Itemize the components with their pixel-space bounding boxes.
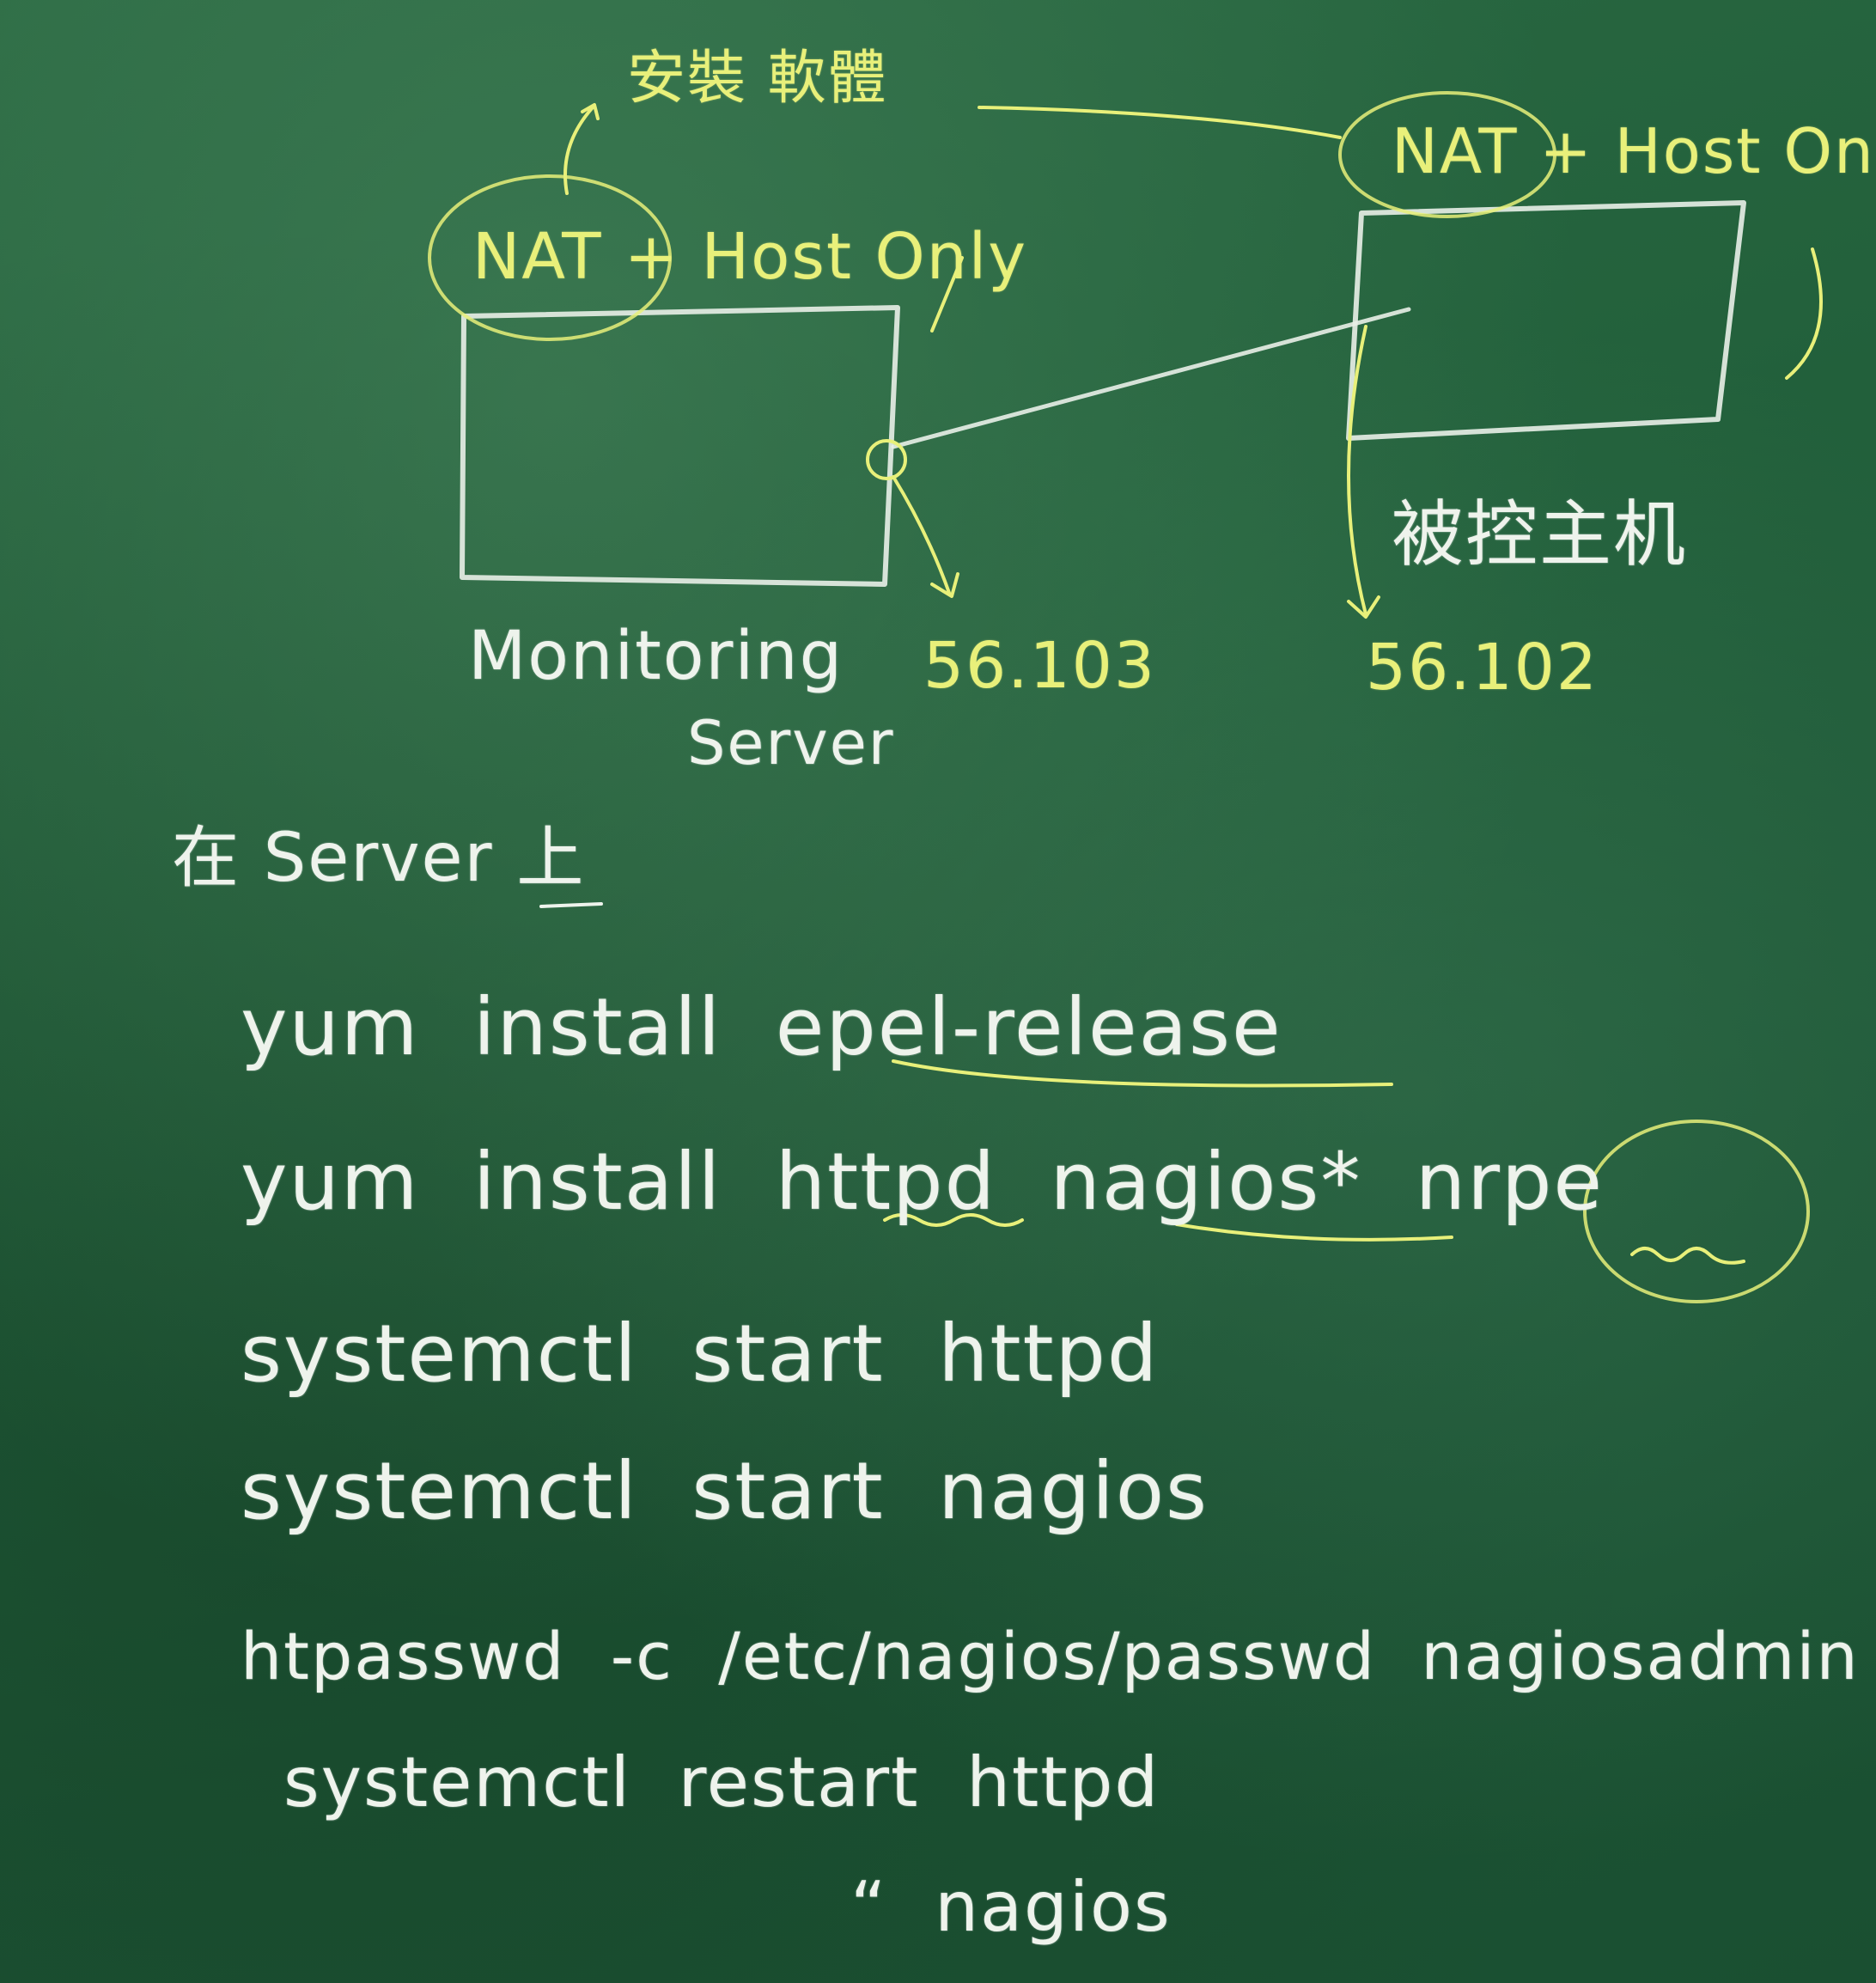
command-line: systemctl restart httpd <box>283 1742 1160 1822</box>
nrpe-circle <box>1583 1120 1810 1303</box>
command-line: htpasswd -c /etc/nagios/passwd nagiosadm… <box>241 1618 1860 1694</box>
client-ip: 56.102 <box>1366 631 1599 705</box>
command-line: yum install epel-release <box>241 981 1282 1073</box>
install-note: 安裝 軟體 <box>627 45 888 113</box>
arrow-client-ip <box>1347 325 1380 619</box>
command-line: yum install httpd nagios* nrpe <box>241 1136 1604 1228</box>
nat-circle-left <box>428 174 672 341</box>
client-host-box <box>1346 200 1746 441</box>
underline-epel <box>892 1059 1393 1088</box>
heading-mark <box>539 902 603 908</box>
network-link <box>891 307 1411 449</box>
underline-nrpe <box>1630 1247 1745 1265</box>
command-line: systemctl start nagios <box>241 1445 1209 1537</box>
arrow-to-install-note <box>563 103 600 195</box>
client-host-label: 被控主机 <box>1392 492 1688 577</box>
left-network-label: NAT + Host Only <box>472 220 1027 294</box>
underline-nagios <box>1175 1223 1453 1242</box>
right-network-label: NAT + Host Only <box>1392 115 1876 187</box>
server-ip: 56.103 <box>923 629 1156 703</box>
server-box <box>460 305 900 587</box>
line-note-to-right-nat <box>978 106 1342 139</box>
host-only-mark-left <box>930 256 964 333</box>
commands-heading: 在 Server 上 <box>172 820 586 897</box>
server-label-line1: Monitoring <box>468 618 844 695</box>
arrow-server-ip <box>892 475 959 598</box>
command-line: systemctl start httpd <box>241 1308 1160 1400</box>
server-nic <box>866 439 907 480</box>
host-only-mark-right <box>1785 247 1823 380</box>
nat-circle-right <box>1338 91 1556 218</box>
server-label-line2: Server <box>687 708 895 778</box>
command-line: “ nagios <box>850 1867 1172 1947</box>
underline-httpd <box>883 1213 1024 1227</box>
